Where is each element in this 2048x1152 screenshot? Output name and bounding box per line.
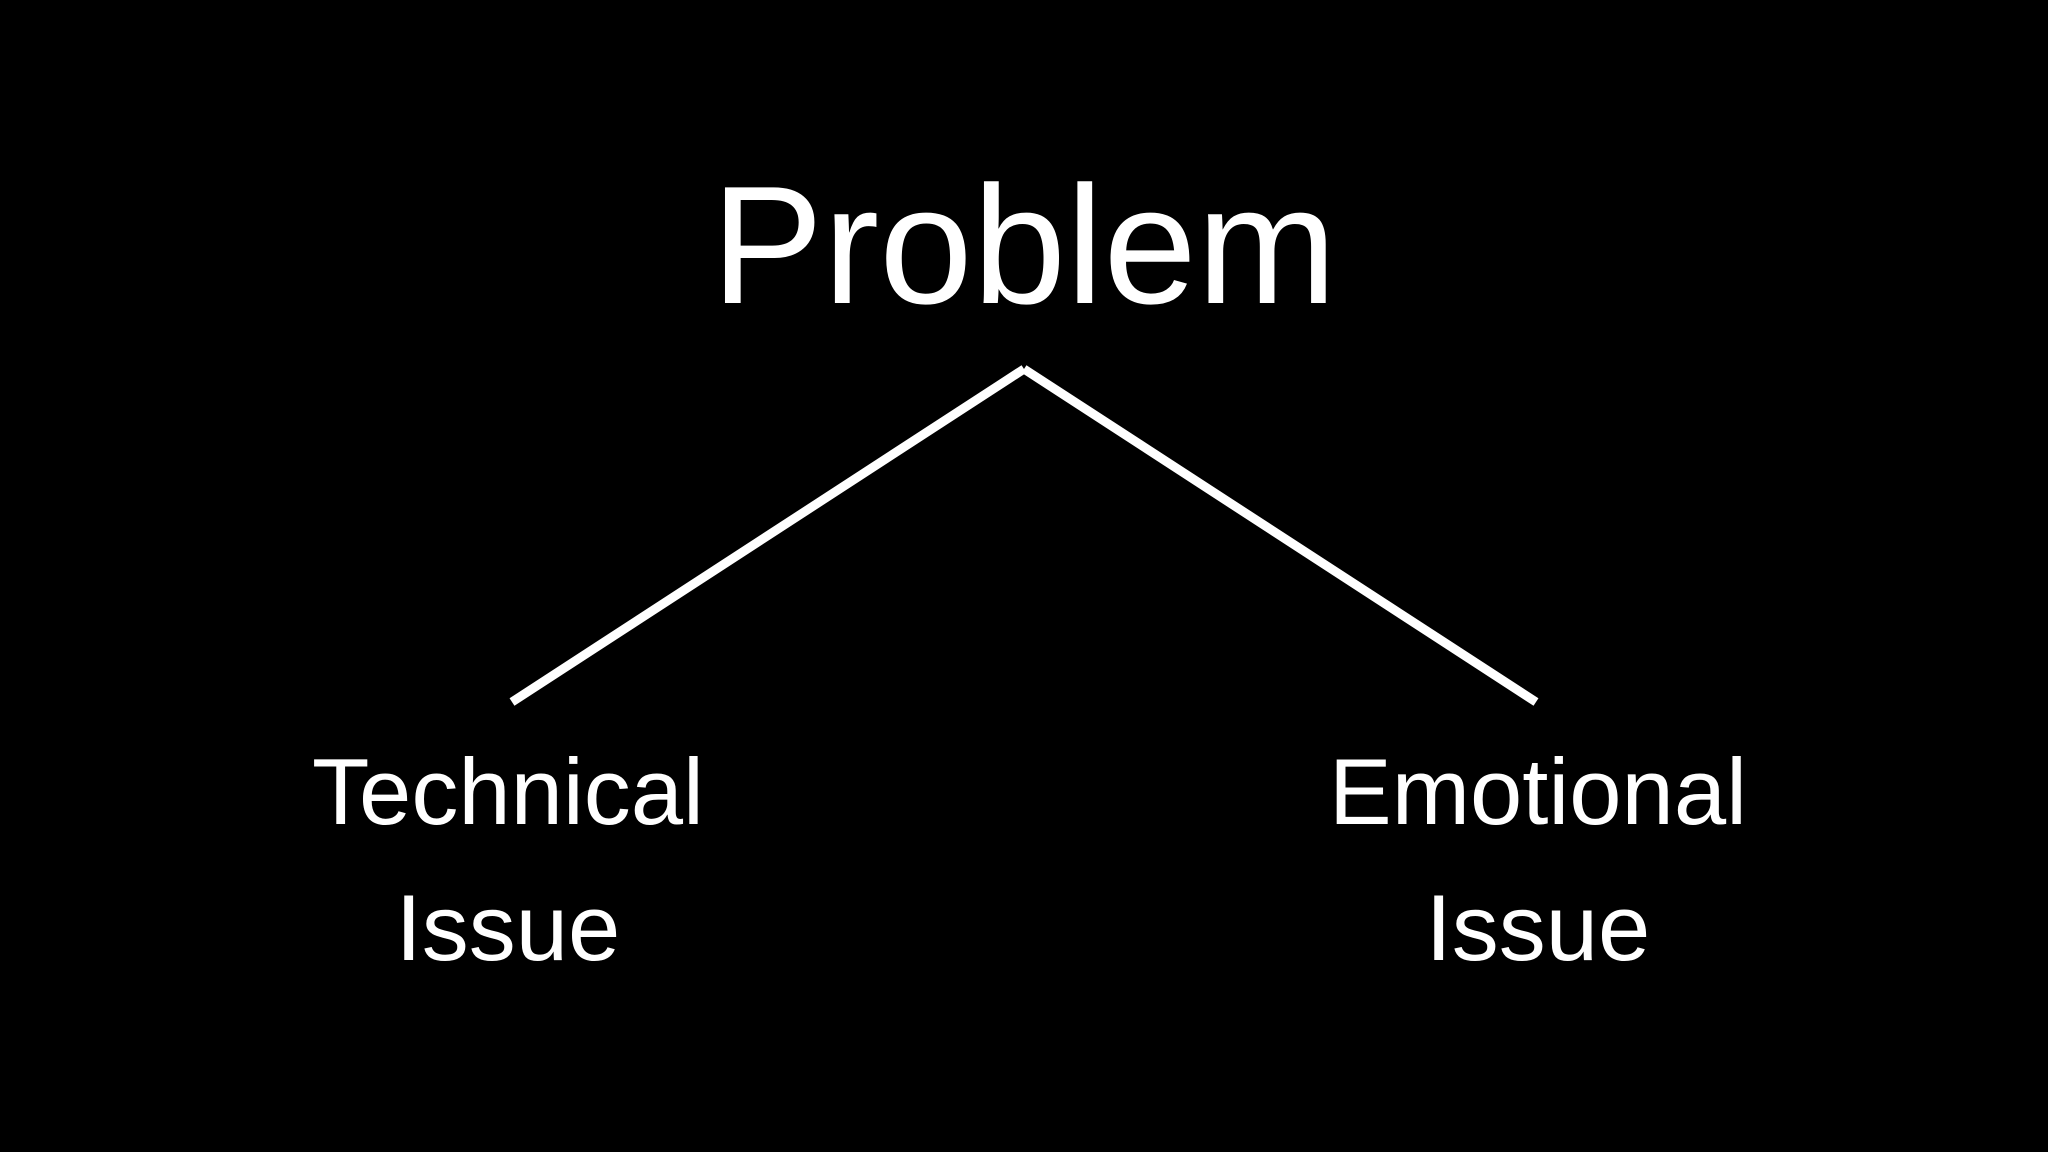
connector-line-left	[509, 365, 1027, 706]
branch-label-line1: Technical	[312, 739, 704, 844]
branch-label-line2: Issue	[395, 875, 621, 980]
branch-node-technical: Technical Issue	[188, 724, 828, 996]
branch-label-line2: Issue	[1425, 875, 1651, 980]
connector-line-right	[1021, 365, 1539, 706]
root-node-label: Problem	[711, 151, 1337, 339]
branch-label-line1: Emotional	[1329, 739, 1747, 844]
branch-node-emotional: Emotional Issue	[1218, 724, 1858, 996]
